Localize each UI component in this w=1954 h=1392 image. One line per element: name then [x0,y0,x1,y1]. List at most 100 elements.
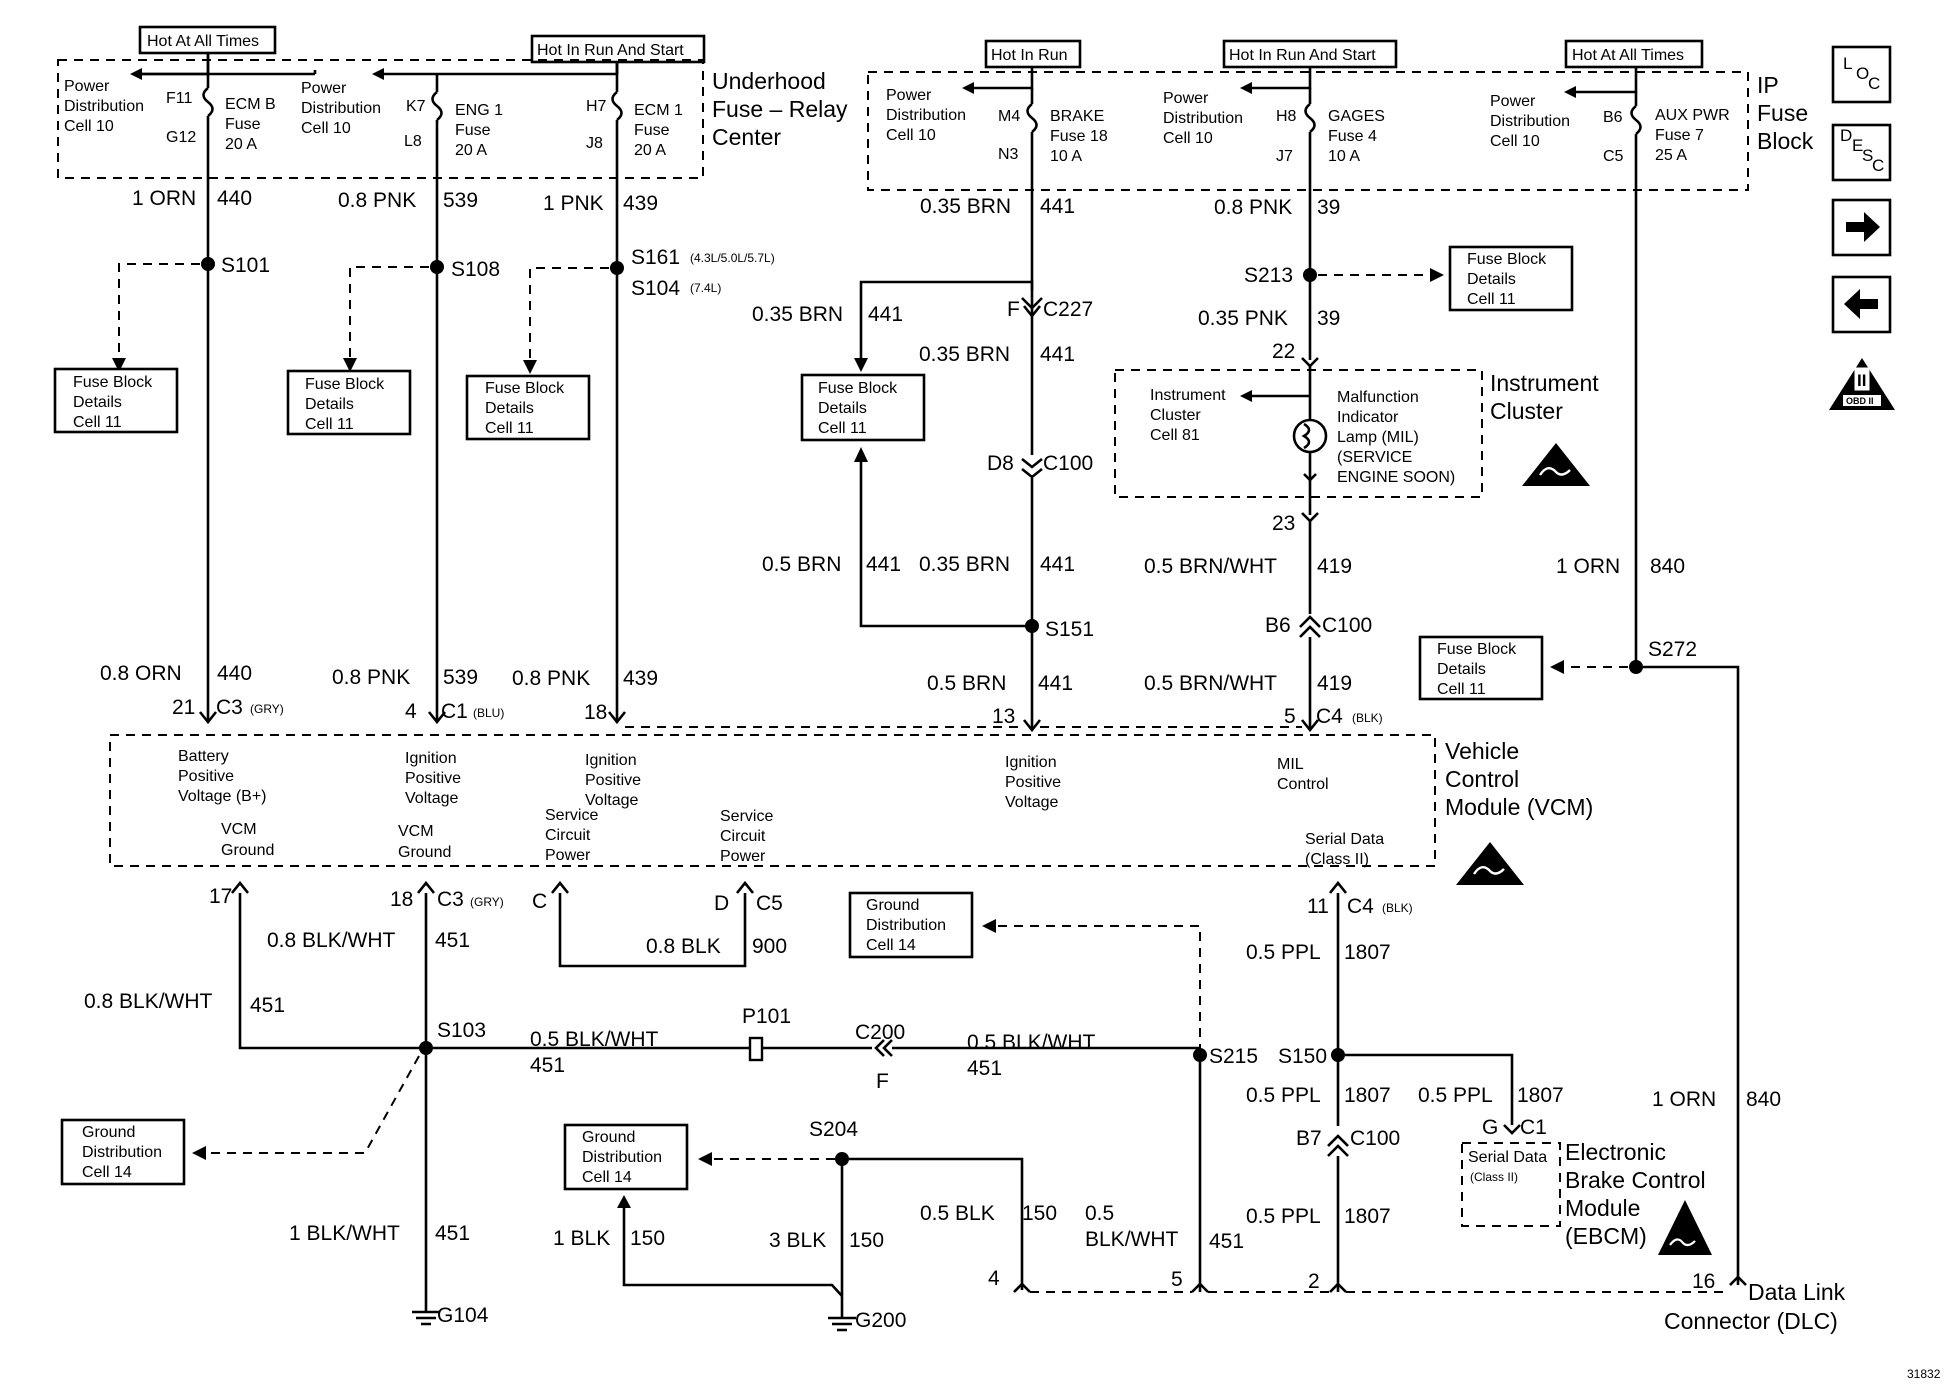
svg-text:Cell 10: Cell 10 [1490,133,1540,150]
svg-text:Positive: Positive [178,768,234,785]
fuse-block-details-4[interactable]: Fuse Block Details Cell 11 [800,373,926,442]
svg-text:419: 419 [1317,555,1352,578]
svg-text:F: F [876,1070,889,1093]
svg-text:F11: F11 [166,90,192,107]
location-button[interactable]: L O C [1831,45,1892,104]
svg-text:(Class II): (Class II) [1305,851,1369,868]
svg-text:1807: 1807 [1517,1084,1564,1107]
gages-circuit-39: S213 0.35 PNK 39 22 [1198,264,1444,368]
svg-text:1 ORN: 1 ORN [1556,555,1620,578]
svg-text:Positive: Positive [1005,774,1061,791]
svg-text:0.5 BLK/WHT: 0.5 BLK/WHT [530,1028,659,1051]
svg-text:ENGINE SOON): ENGINE SOON) [1337,469,1455,486]
svg-text:1 BLK: 1 BLK [553,1227,610,1250]
prev-arrow-icon[interactable] [1831,275,1892,334]
svg-text:AUX PWR: AUX PWR [1655,107,1730,124]
svg-text:Details: Details [73,394,122,411]
svg-text:439: 439 [623,667,658,690]
vcm-label-2: Control [1445,766,1519,792]
fuse-block-details-1[interactable]: Fuse Block Details Cell 11 [53,367,179,434]
svg-text:20 A: 20 A [634,142,666,159]
svg-text:0.5 PPL: 0.5 PPL [1246,941,1321,964]
svg-text:C100: C100 [1322,614,1372,637]
svg-text:Distribution: Distribution [886,107,966,124]
svg-text:Positive: Positive [405,770,461,787]
svg-text:S: S [1862,146,1873,165]
svg-text:Malfunction: Malfunction [1337,389,1419,406]
esd-warning-icon [1522,443,1590,486]
serial-data-circuit-1807: 0.5 PPL 1807 S150 0.5 PPL 1807 0.5 PPL 1… [1246,893,1564,1292]
svg-text:Hot At All Times: Hot At All Times [1572,47,1684,64]
svg-text:Power: Power [1490,93,1536,110]
ip-fuse-block: IP Fuse Block [867,71,1814,191]
ground-distribution-3[interactable]: Ground Distribution Cell 14 [563,1123,689,1191]
svg-text:440: 440 [217,187,252,210]
vcm-label-1: Vehicle [1445,738,1519,764]
svg-text:C1: C1 [441,700,468,723]
svg-text:Distribution: Distribution [1490,113,1570,130]
fuse-block-details-5[interactable]: Fuse Block Details Cell 11 [1448,245,1574,312]
svg-text:Power: Power [301,80,347,97]
power-distribution-2: Power Distribution Cell 10 [301,68,435,137]
fuse-block-details-2[interactable]: Fuse Block Details Cell 11 [286,369,412,436]
svg-text:Ignition: Ignition [405,750,457,767]
svg-text:Battery: Battery [178,748,229,765]
next-arrow-icon[interactable] [1831,198,1892,257]
fuse-eng-1: K7 L8 ENG 1 Fuse 20 A [404,74,503,205]
svg-text:OBD II: OBD II [1846,396,1874,406]
obd-ii-icon[interactable]: II OBD II [1829,358,1895,410]
fuse-block-details-3[interactable]: Fuse Block Details Cell 11 [465,374,591,441]
ground-distribution-2[interactable]: Ground Distribution Cell 14 [60,1118,186,1186]
svg-text:D: D [714,892,729,915]
svg-text:Instrument: Instrument [1150,387,1226,404]
svg-text:G: G [1482,1116,1498,1139]
wire-539-upper: 0.8 PNK 539 [338,189,478,212]
splice-s108: S108 [343,205,500,720]
brake-circuit-441: F C227 0.35 BRN 441 0.35 BRN 441 D8 C100… [752,280,1094,730]
svg-text:Cell 11: Cell 11 [1437,681,1486,698]
svg-text:(Class II): (Class II) [1470,1170,1518,1184]
svg-text:439: 439 [623,192,658,215]
svg-text:GAGES: GAGES [1328,108,1385,125]
svg-text:BLK/WHT: BLK/WHT [1085,1228,1179,1251]
svg-text:Ground: Ground [582,1129,635,1146]
svg-text:Distribution: Distribution [866,917,946,934]
description-button[interactable]: D E S C [1831,123,1892,182]
svg-text:C: C [532,890,547,913]
svg-text:Cell 81: Cell 81 [1150,427,1200,444]
splice-s161-s104: S161 (4.3L/5.0L/5.7L) S104 (7.4L) [523,205,775,720]
svg-text:Distribution: Distribution [82,1144,162,1161]
svg-text:Power: Power [720,848,766,865]
svg-text:451: 451 [435,1222,470,1245]
svg-text:39: 39 [1317,196,1340,219]
svg-text:451: 451 [1209,1230,1244,1253]
svg-text:17: 17 [209,885,232,908]
ground-distribution-1[interactable]: Ground Distribution Cell 14 [848,891,974,959]
svg-text:S108: S108 [451,258,500,281]
svg-text:H8: H8 [1276,108,1297,125]
instrument-cluster-label-1: Instrument [1490,370,1599,396]
svg-text:2: 2 [1308,1270,1320,1293]
svg-text:Cell 10: Cell 10 [64,118,114,135]
svg-text:Fuse Block: Fuse Block [1467,251,1547,268]
svg-text:3 BLK: 3 BLK [769,1229,826,1252]
svg-text:ECM B: ECM B [225,96,276,113]
svg-text:C: C [1868,74,1880,93]
svg-text:C5: C5 [1603,148,1624,165]
svg-text:Fuse 7: Fuse 7 [1655,127,1704,144]
svg-text:18: 18 [390,888,413,911]
svg-text:0.5 BLK: 0.5 BLK [920,1202,995,1225]
svg-text:Ground: Ground [866,897,919,914]
svg-text:Cell 11: Cell 11 [485,420,534,437]
dlc-label-2: Connector (DLC) [1664,1308,1838,1334]
svg-text:5: 5 [1284,705,1296,728]
svg-text:Details: Details [485,400,534,417]
svg-text:0.8 PNK: 0.8 PNK [1214,196,1292,219]
fuse-block-details-6[interactable]: Fuse Block Details Cell 11 [1418,635,1544,701]
svg-text:451: 451 [530,1054,565,1077]
svg-text:0.8 BLK/WHT: 0.8 BLK/WHT [267,929,396,952]
svg-text:C3: C3 [437,888,464,911]
svg-text:441: 441 [868,303,903,326]
svg-text:441: 441 [1040,343,1075,366]
svg-text:451: 451 [250,994,285,1017]
